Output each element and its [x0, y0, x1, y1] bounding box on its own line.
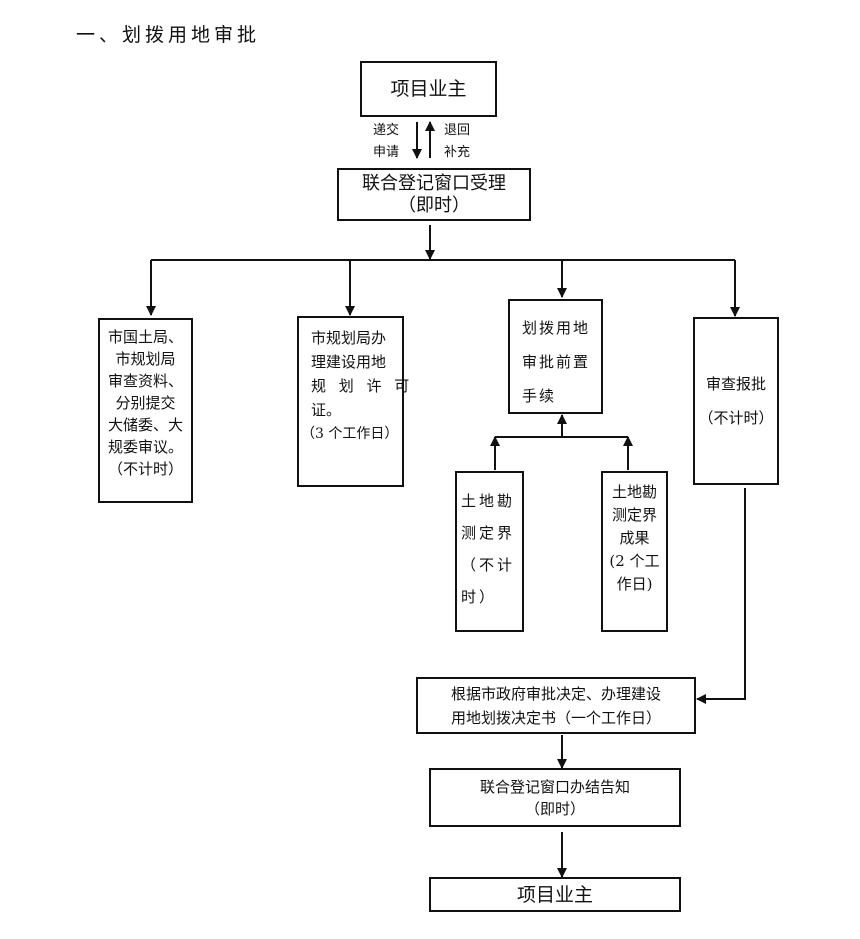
planning-permit-line: 规 划 许 可	[311, 377, 414, 395]
pre-procedures-box: 划拨用地 审批前置 手续	[508, 299, 603, 414]
allocation-decision-line: 用地划拨决定书（一个工作日）	[450, 708, 661, 727]
owner-top-box: 项目业主	[360, 61, 497, 117]
survey-result-line: 作日)	[616, 575, 653, 593]
window-notify-time: （即时）	[524, 799, 585, 818]
window-notify-title: 联合登记窗口办结告知	[479, 777, 630, 796]
survey-result-line: 成果	[619, 529, 650, 547]
window-notify-box: 联合登记窗口办结告知 （即时）	[429, 768, 681, 827]
planning-permit-line: 理建设用地	[311, 353, 387, 371]
land-review-line: 审查资料、	[107, 372, 183, 390]
pre-procedures-line: 划拨用地	[522, 319, 591, 337]
review-approval-time: （不计时）	[698, 409, 774, 427]
window-accept-box: 联合登记窗口受理 （即时）	[337, 168, 531, 221]
land-review-line: 市规划局	[115, 350, 176, 368]
planning-permit-line: （3 个工作日）	[301, 426, 399, 442]
survey-result-box: 土地勘 测定界 成果 (2 个工 作日)	[601, 471, 668, 632]
survey-box: 土地勘 测定界 （不计 时）	[455, 471, 524, 632]
land-review-box: 市国土局、 市规划局 审查资料、 分别提交 大储委、大 规委审议。 （不计时）	[98, 318, 193, 503]
submit-label-line: 递交	[373, 123, 400, 138]
survey-line: （不计	[461, 556, 516, 574]
page-title: 一、划拨用地审批	[76, 24, 261, 46]
arrow-approval-to-decision	[696, 488, 746, 704]
return-label: 退回 补充	[444, 120, 470, 164]
planning-permit-line: 市规划局办	[311, 329, 387, 347]
owner-bottom-text: 项目业主	[516, 883, 593, 906]
allocation-decision-box: 根据市政府审批决定、办理建设 用地划拨决定书（一个工作日）	[416, 677, 696, 734]
survey-line: 土地勘	[461, 492, 516, 510]
survey-line: 测定界	[461, 524, 516, 542]
pre-procedures-line: 审批前置	[522, 353, 591, 371]
planning-permit-line: 证。	[311, 401, 342, 419]
review-approval-box: 审查报批 （不计时）	[693, 317, 779, 485]
survey-result-line: 土地勘	[611, 483, 657, 501]
survey-line: 时）	[461, 588, 498, 606]
planning-permit-box: 市规划局办 理建设用地 规 划 许 可 证。 （3 个工作日）	[297, 316, 414, 487]
survey-result-line: 测定界	[611, 506, 657, 524]
submit-label: 递交 申请	[373, 120, 399, 164]
review-approval-title: 审查报批	[705, 375, 766, 393]
return-label-line: 补充	[444, 145, 471, 160]
land-review-line: （不计时）	[107, 460, 183, 478]
land-review-line: 市国土局、	[107, 328, 183, 346]
pre-procedures-line: 手续	[522, 387, 557, 405]
allocation-decision-line: 根据市政府审批决定、办理建设	[450, 684, 661, 703]
land-review-line: 规委审议。	[107, 438, 183, 456]
owner-top-text: 项目业主	[390, 78, 467, 100]
submit-label-line: 申请	[373, 145, 400, 160]
owner-bottom-box: 项目业主	[429, 877, 681, 912]
survey-result-line: (2 个工	[609, 552, 660, 570]
window-accept-time: （即时）	[398, 194, 470, 216]
return-label-line: 退回	[444, 123, 471, 138]
land-review-line: 分别提交	[115, 394, 176, 412]
window-accept-title: 联合登记窗口受理	[362, 172, 506, 194]
land-review-line: 大储委、大	[107, 416, 183, 434]
